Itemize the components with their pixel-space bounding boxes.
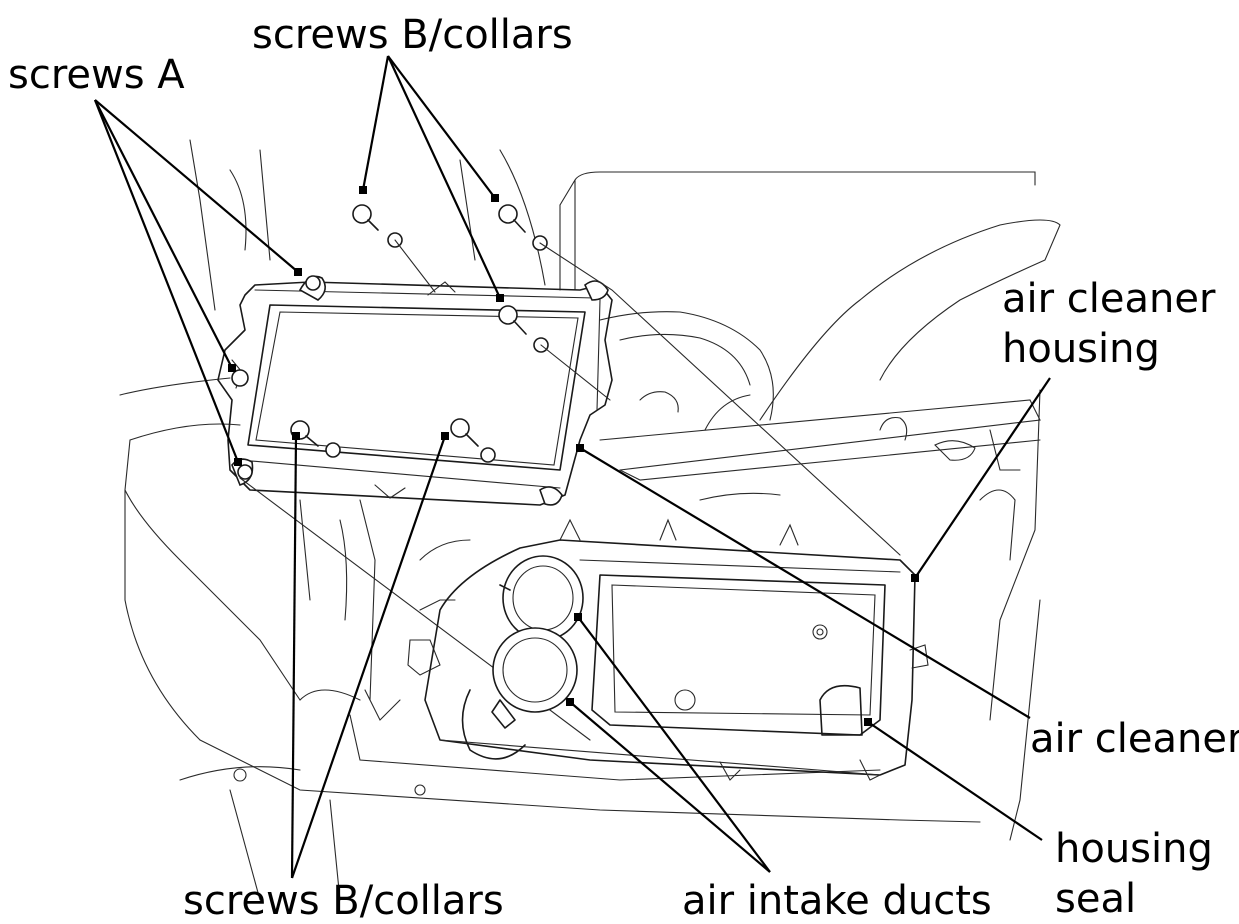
screw-b-1 [352,204,372,224]
cover-screws [231,204,901,741]
marker-housing [911,574,919,582]
label-housing-seal-line2: seal [1055,876,1136,922]
marker-duct-upper [574,613,582,621]
air-cleaner-housing-lower [424,539,929,781]
vehicle-body-outline [119,139,1061,901]
diagram-labels: screws A screws B/collars air cleaner ho… [8,12,1239,924]
marker-screw-a-3 [234,458,242,466]
marker-housing-seal [864,718,872,726]
marker-screw-a-1 [294,268,302,276]
screw-b-5 [450,418,470,438]
label-air-cleaner-housing-line1: air cleaner [1002,276,1216,322]
marker-screw-b-1 [359,186,367,194]
label-screws-b-bottom: screws B/collars [183,878,504,924]
intake-duct-upper [502,555,584,641]
intake-duct-lower [492,627,578,713]
screw-a-2 [305,275,321,291]
air-intake-ducts [461,555,584,760]
marker-duct-lower [566,698,574,706]
label-air-intake-ducts: air intake ducts [682,878,992,924]
label-screws-a: screws A [8,52,185,98]
collar-b-5 [480,447,496,463]
marker-screw-b-5 [441,432,449,440]
screw-a-3 [237,464,253,480]
marker-screw-b-3 [496,294,504,302]
marker-screw-b-2 [491,194,499,202]
label-housing-seal-line1: housing [1055,826,1213,872]
collar-b-4 [325,442,341,458]
marker-screw-a-2 [228,364,236,372]
label-screws-b-top: screws B/collars [252,12,573,58]
label-air-cleaner: air cleaner [1030,716,1239,762]
screw-a-1 [231,369,249,387]
screw-b-3 [498,305,518,325]
screw-b-2 [498,204,518,224]
label-air-cleaner-housing-line2: housing [1002,326,1160,372]
marker-air-cleaner [576,444,584,452]
air-cleaner-housing-cover [217,275,613,506]
callout-markers [228,186,919,726]
leader-lines [93,55,1051,879]
marker-screw-b-4 [292,432,300,440]
